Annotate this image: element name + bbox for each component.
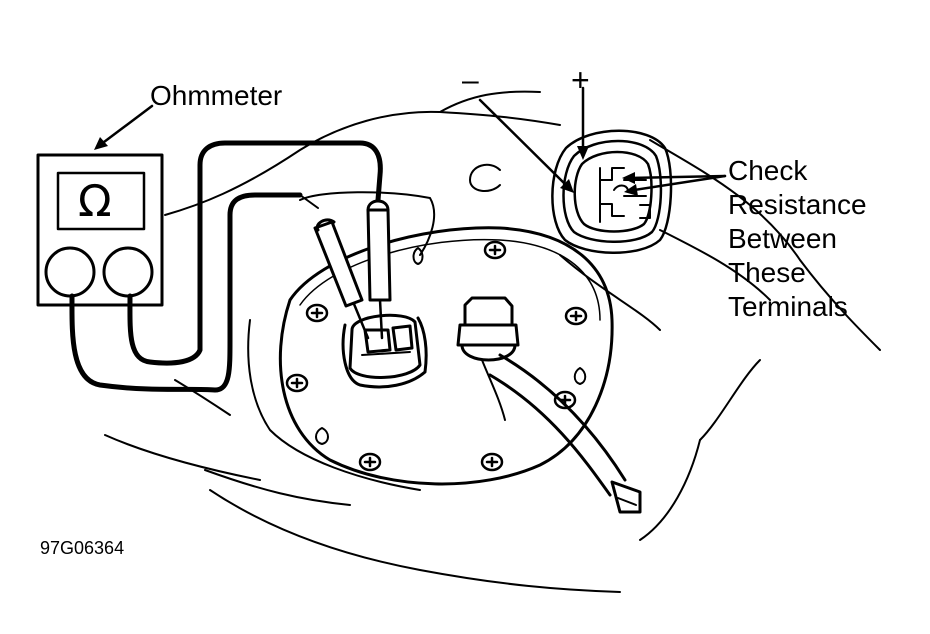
tank-outline (104, 90, 881, 593)
arrow-heads (94, 137, 638, 196)
check-resistance-callout: Check Resistance Between These Terminals (728, 154, 867, 324)
ohmmeter-jack-right (102, 246, 154, 298)
ohmmeter-jack-left (44, 246, 96, 298)
callout-line: Terminals (728, 291, 848, 322)
test-leads (69, 140, 383, 393)
bolt (285, 373, 309, 393)
probe-left (299, 194, 370, 340)
bolt (358, 452, 382, 472)
figure-code: 97G06364 (40, 538, 125, 558)
flange-bolts (285, 240, 588, 472)
fuel-outlet-hose (456, 296, 642, 514)
omega-symbol: Ω (78, 176, 112, 227)
callout-line: These (728, 257, 806, 288)
callout-line: Check (728, 155, 808, 186)
ohmmeter (36, 153, 164, 307)
callout-line: Between (728, 223, 837, 254)
keyhole-slots (315, 247, 587, 445)
positive-terminal-label: + (571, 62, 590, 98)
probe-right (366, 199, 392, 340)
bolt (483, 240, 507, 260)
leader-lines (98, 86, 727, 192)
bolt (564, 306, 588, 326)
pump-connector (341, 313, 428, 389)
bolt (480, 452, 504, 472)
callout-line: Resistance (728, 189, 867, 220)
connector-inset (551, 129, 673, 254)
negative-terminal-label: – (462, 64, 479, 97)
ohmmeter-label: Ohmmeter (150, 80, 283, 111)
bolt (305, 303, 329, 323)
